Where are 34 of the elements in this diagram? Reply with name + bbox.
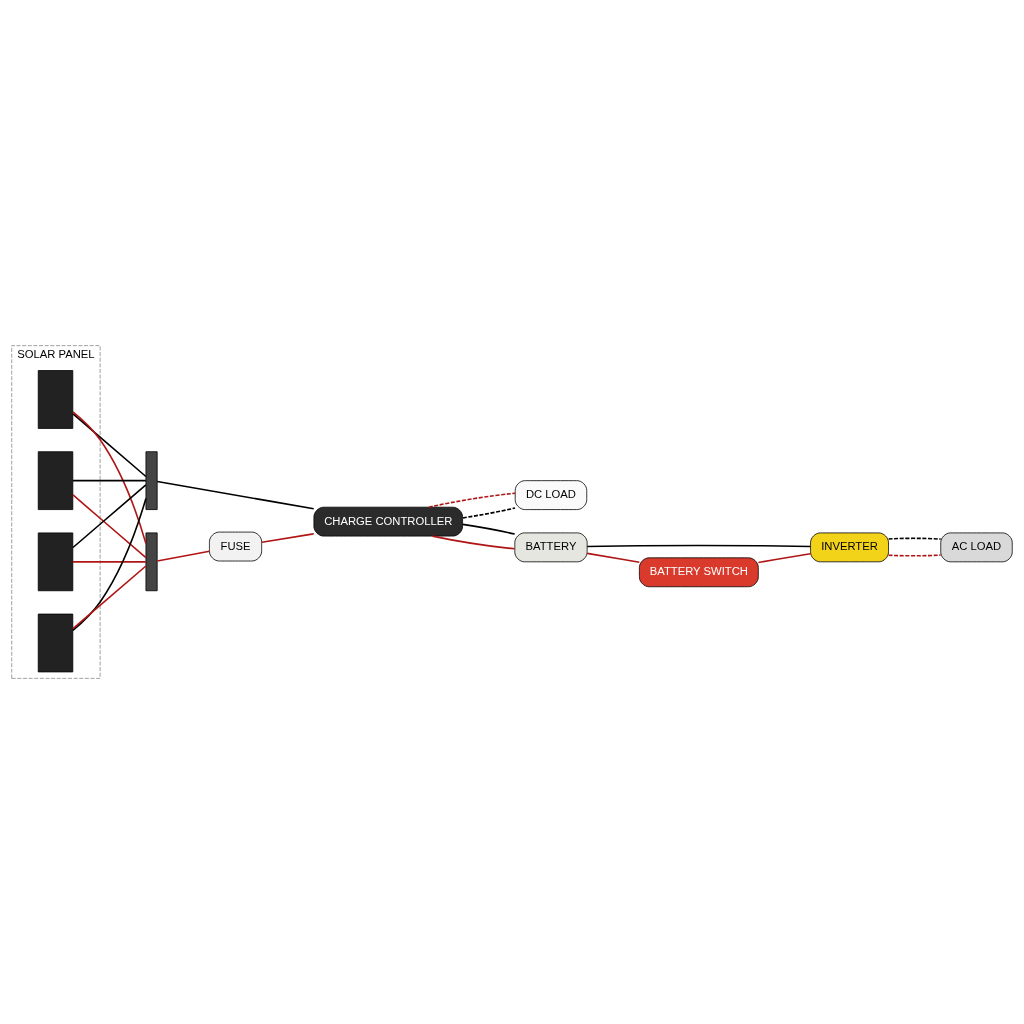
node-box: FUSE <box>209 531 263 562</box>
node-box <box>37 370 74 429</box>
node-box: BATTERY <box>514 532 588 563</box>
connector <box>156 480 315 510</box>
connector <box>586 544 812 548</box>
node-box: BATTERY SWITCH <box>639 557 759 588</box>
connector <box>72 561 147 563</box>
connector <box>887 554 942 557</box>
node-box <box>37 613 74 673</box>
cluster: SOLAR PANEL <box>11 345 101 679</box>
connector <box>887 537 942 540</box>
node-box <box>37 532 74 592</box>
connector <box>431 535 516 550</box>
connector <box>461 523 516 535</box>
connector <box>72 494 147 559</box>
node-box: AC LOAD <box>940 532 1013 563</box>
connector <box>72 411 147 545</box>
connector <box>261 533 315 544</box>
connector <box>757 552 812 564</box>
node-box: INVERTER <box>810 532 889 563</box>
connector <box>72 413 147 478</box>
connector <box>428 492 516 508</box>
connector <box>72 497 147 632</box>
connector <box>72 479 147 482</box>
node-bar <box>145 451 158 510</box>
node-bar <box>145 532 158 592</box>
connector <box>72 484 147 549</box>
connector <box>461 507 516 519</box>
connector <box>586 552 641 564</box>
node-box <box>37 451 74 510</box>
connector <box>156 550 211 562</box>
node-box: DC LOAD <box>514 480 588 510</box>
connector <box>72 565 147 630</box>
node-box: CHARGE CONTROLLER <box>313 506 463 537</box>
